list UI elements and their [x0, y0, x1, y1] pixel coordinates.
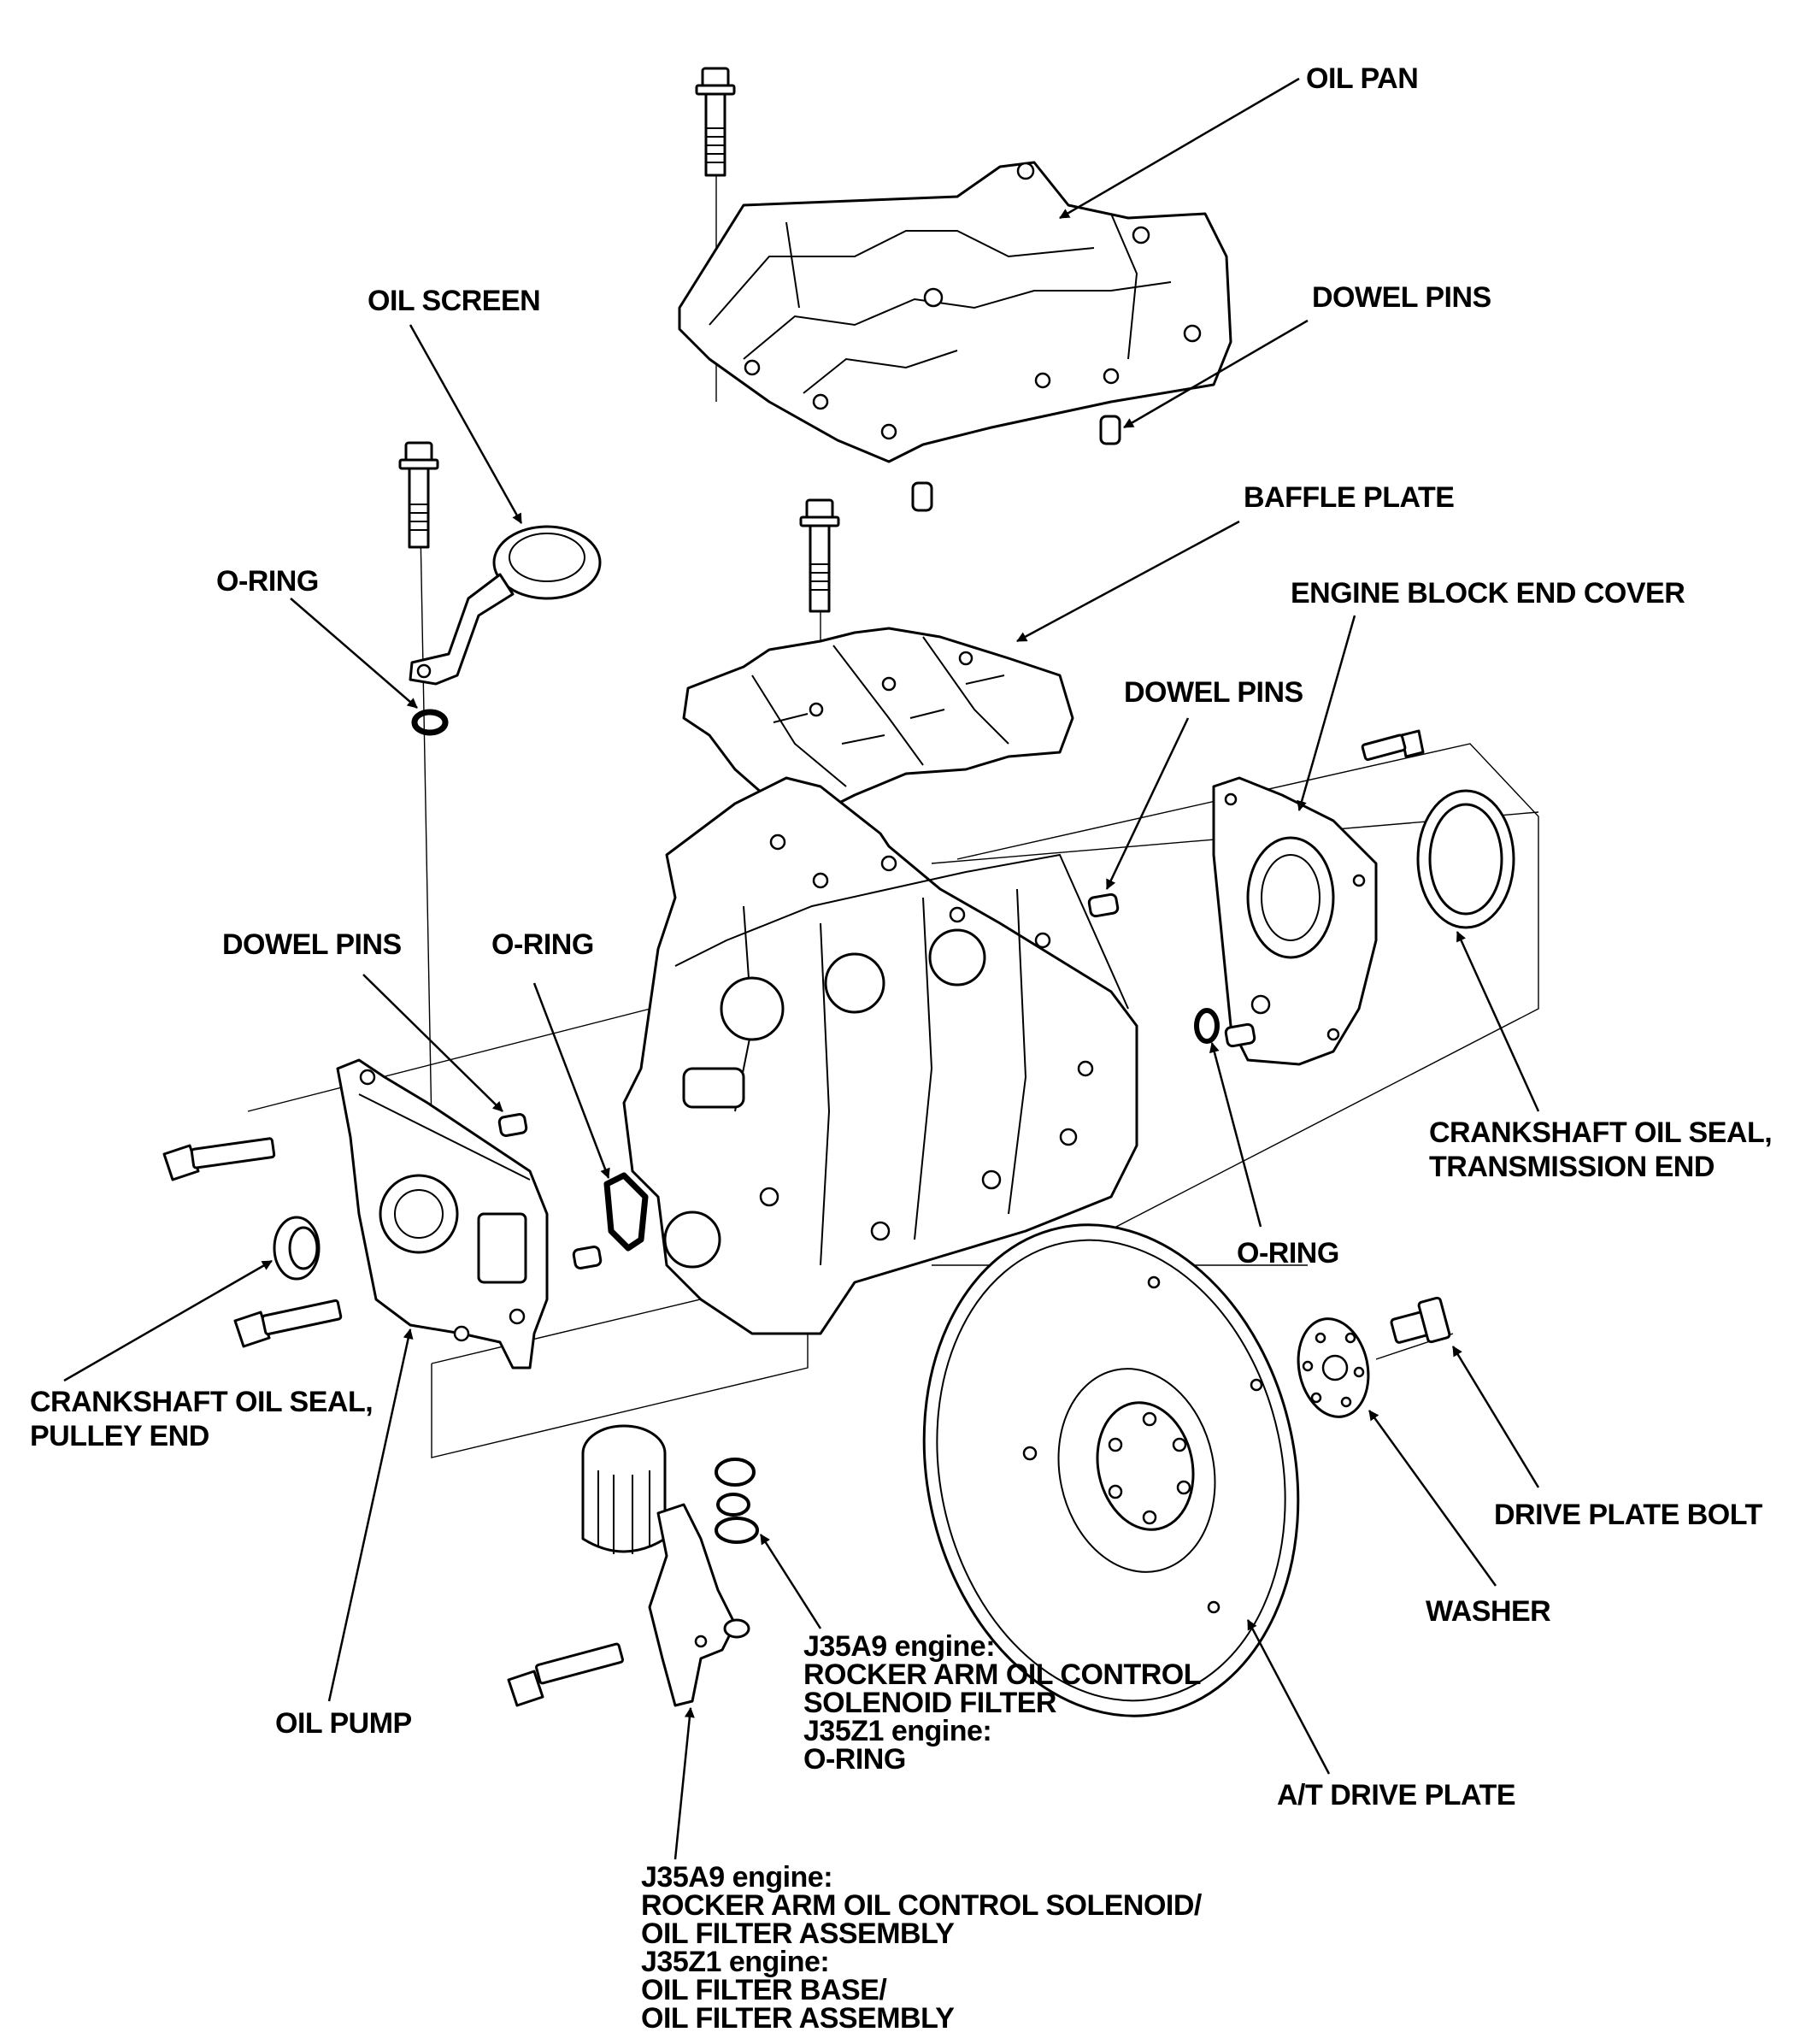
- label-line: O-RING: [803, 1743, 906, 1776]
- label-engine-block-end-cover: ENGINE BLOCK END COVER: [1291, 577, 1685, 610]
- oil-seal-icon: [273, 1216, 321, 1281]
- label-line: TRANSMISSION END: [1429, 1151, 1715, 1183]
- bolt-icon: [695, 67, 736, 177]
- label-line: PULLEY END: [30, 1420, 209, 1452]
- bolt-icon: [233, 1299, 343, 1348]
- bolt-icon: [398, 441, 439, 549]
- label-filter-assembly: J35A9 engine: ROCKER ARM OIL CONTROL SOL…: [641, 1861, 1202, 2035]
- o-ring-icon: [1194, 1008, 1220, 1044]
- label-line: OIL FILTER ASSEMBLY: [641, 1917, 955, 1950]
- oil-filter-icon: [581, 1424, 750, 1707]
- label-line: SOLENOID FILTER: [803, 1687, 1056, 1719]
- o-ring-icon: [715, 1458, 759, 1544]
- engine-end-cover-icon: [1212, 776, 1378, 1066]
- label-line: J35Z1 engine:: [803, 1715, 992, 1747]
- label-washer: WASHER: [1426, 1595, 1551, 1628]
- label-crankshaft-seal-transmission: CRANKSHAFT OIL SEAL, TRANSMISSION END: [1429, 1116, 1773, 1184]
- bolt-icon: [162, 1137, 276, 1181]
- label-oil-pump: OIL PUMP: [275, 1707, 412, 1740]
- label-line: OIL FILTER BASE/: [641, 1974, 887, 2006]
- dowel-pin-icon: [497, 1113, 603, 1269]
- label-oil-screen: OIL SCREEN: [368, 285, 541, 317]
- label-line: CRANKSHAFT OIL SEAL,: [1429, 1116, 1773, 1149]
- oil-screen-icon: [409, 525, 602, 686]
- oil-pan-icon: [678, 161, 1232, 463]
- label-line: ROCKER ARM OIL CONTROL: [803, 1658, 1201, 1691]
- label-drive-plate-bolt: DRIVE PLATE BOLT: [1494, 1499, 1762, 1531]
- label-line: J35Z1 engine:: [641, 1946, 830, 1978]
- o-ring-icon: [603, 1172, 649, 1252]
- label-o-ring-right: O-RING: [1237, 1237, 1339, 1269]
- label-line: J35A9 engine:: [641, 1861, 833, 1894]
- label-crankshaft-seal-pulley: CRANKSHAFT OIL SEAL, PULLEY END: [30, 1385, 374, 1453]
- leader-arrows: [63, 77, 1540, 1860]
- label-line: CRANKSHAFT OIL SEAL,: [30, 1386, 374, 1418]
- o-ring-icon: [411, 709, 449, 736]
- oil-pump-icon: [336, 1058, 549, 1370]
- drive-plate-icon: [922, 1223, 1300, 1717]
- label-o-ring-screen: O-RING: [216, 565, 319, 598]
- baffle-plate-icon: [682, 498, 1074, 818]
- label-dowel-pins-top: DOWEL PINS: [1312, 281, 1491, 314]
- engine-block-icon: [622, 776, 1138, 1335]
- label-oil-pan: OIL PAN: [1306, 62, 1419, 95]
- label-baffle-plate: BAFFLE PLATE: [1244, 481, 1455, 514]
- label-at-drive-plate: A/T DRIVE PLATE: [1277, 1779, 1516, 1811]
- dowel-pin-icon: [1087, 892, 1256, 1048]
- label-solenoid-filter: J35A9 engine: ROCKER ARM OIL CONTROL SOL…: [803, 1630, 1201, 1776]
- bolt-icon: [1361, 729, 1425, 761]
- label-line: ROCKER ARM OIL CONTROL SOLENOID/: [641, 1889, 1202, 1922]
- bolt-icon: [507, 1642, 624, 1707]
- bolt-icon: [1390, 1296, 1451, 1344]
- label-line: J35A9 engine:: [803, 1630, 996, 1663]
- oil-seal-icon: [1416, 789, 1515, 929]
- label-o-ring-center: O-RING: [491, 928, 594, 961]
- label-dowel-pins-left: DOWEL PINS: [222, 928, 402, 961]
- label-line: OIL FILTER ASSEMBLY: [641, 2002, 955, 2035]
- washer-icon: [1297, 1317, 1370, 1418]
- dowel-pin-icon: [911, 415, 1121, 512]
- label-dowel-pins-right: DOWEL PINS: [1124, 676, 1303, 709]
